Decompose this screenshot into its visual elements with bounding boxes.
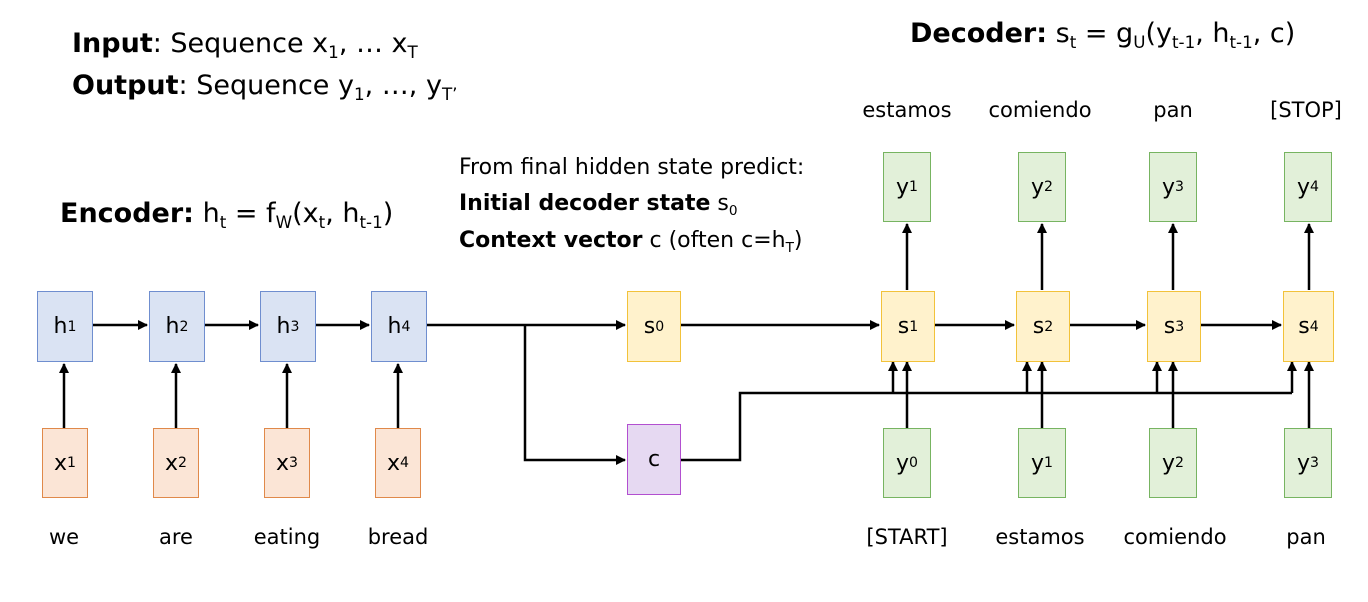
output-description: Output: Sequence y1, …, yT’ — [72, 70, 458, 104]
encoder-word: bread — [367, 525, 429, 549]
encoder-formula: Encoder: ht = fW(xt, ht-1) — [60, 198, 394, 232]
decoder-input-word: [START] — [866, 525, 948, 549]
decoder-output-word: pan — [1153, 98, 1193, 122]
decoder-output-word: comiendo — [988, 98, 1092, 122]
note-line-1: From final hidden state predict: — [459, 155, 805, 180]
decoder-formula: Decoder: st = gU(yt-1, ht-1, c) — [910, 18, 1296, 52]
decoder-input-word: comiendo — [1123, 525, 1227, 549]
encoder-word: are — [159, 525, 193, 549]
input-description: Input: Sequence x1, … xT — [72, 28, 418, 62]
context-vector-c: c — [627, 424, 681, 495]
arrow-h4-c — [523, 325, 626, 465]
decoder-output-word: estamos — [862, 98, 952, 122]
context-bus — [681, 391, 1292, 462]
encoder-word: we — [48, 525, 80, 549]
decoder-input-word: pan — [1286, 525, 1326, 549]
note-line-3: Context vector c (often c=hT) — [459, 228, 803, 256]
decoder-output-word: [STOP] — [1270, 98, 1342, 122]
encoder-word: eating — [253, 525, 321, 549]
decoder-input-word: estamos — [995, 525, 1085, 549]
note-line-2: Initial decoder state s0 — [459, 191, 738, 219]
